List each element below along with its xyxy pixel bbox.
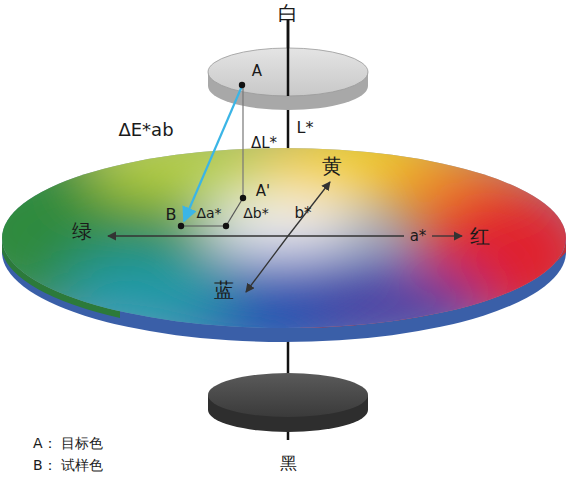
axis-label: L*: [297, 119, 314, 137]
axis-end-label: 绿: [72, 220, 92, 242]
axis-label: b*: [294, 205, 311, 222]
axis-end-label: 黄: [322, 155, 342, 177]
point-label: A: [252, 63, 262, 80]
axis-label: a*: [410, 228, 427, 245]
difference-label: ΔE*ab: [118, 120, 173, 140]
axis-end-label: 蓝: [214, 279, 234, 301]
axis-end-label: 黑: [280, 454, 297, 473]
difference-label: Δb*: [243, 206, 268, 221]
difference-label: ΔL*: [251, 135, 277, 152]
axis-end-label: 白: [278, 2, 298, 24]
axis-end-label: 红: [470, 225, 490, 247]
point-label: A': [256, 183, 270, 200]
difference-label: Δa*: [196, 206, 221, 221]
legend-note: B： 试样色: [33, 458, 103, 473]
point-label: B: [166, 206, 177, 224]
legend-note: A： 目标色: [33, 436, 103, 451]
